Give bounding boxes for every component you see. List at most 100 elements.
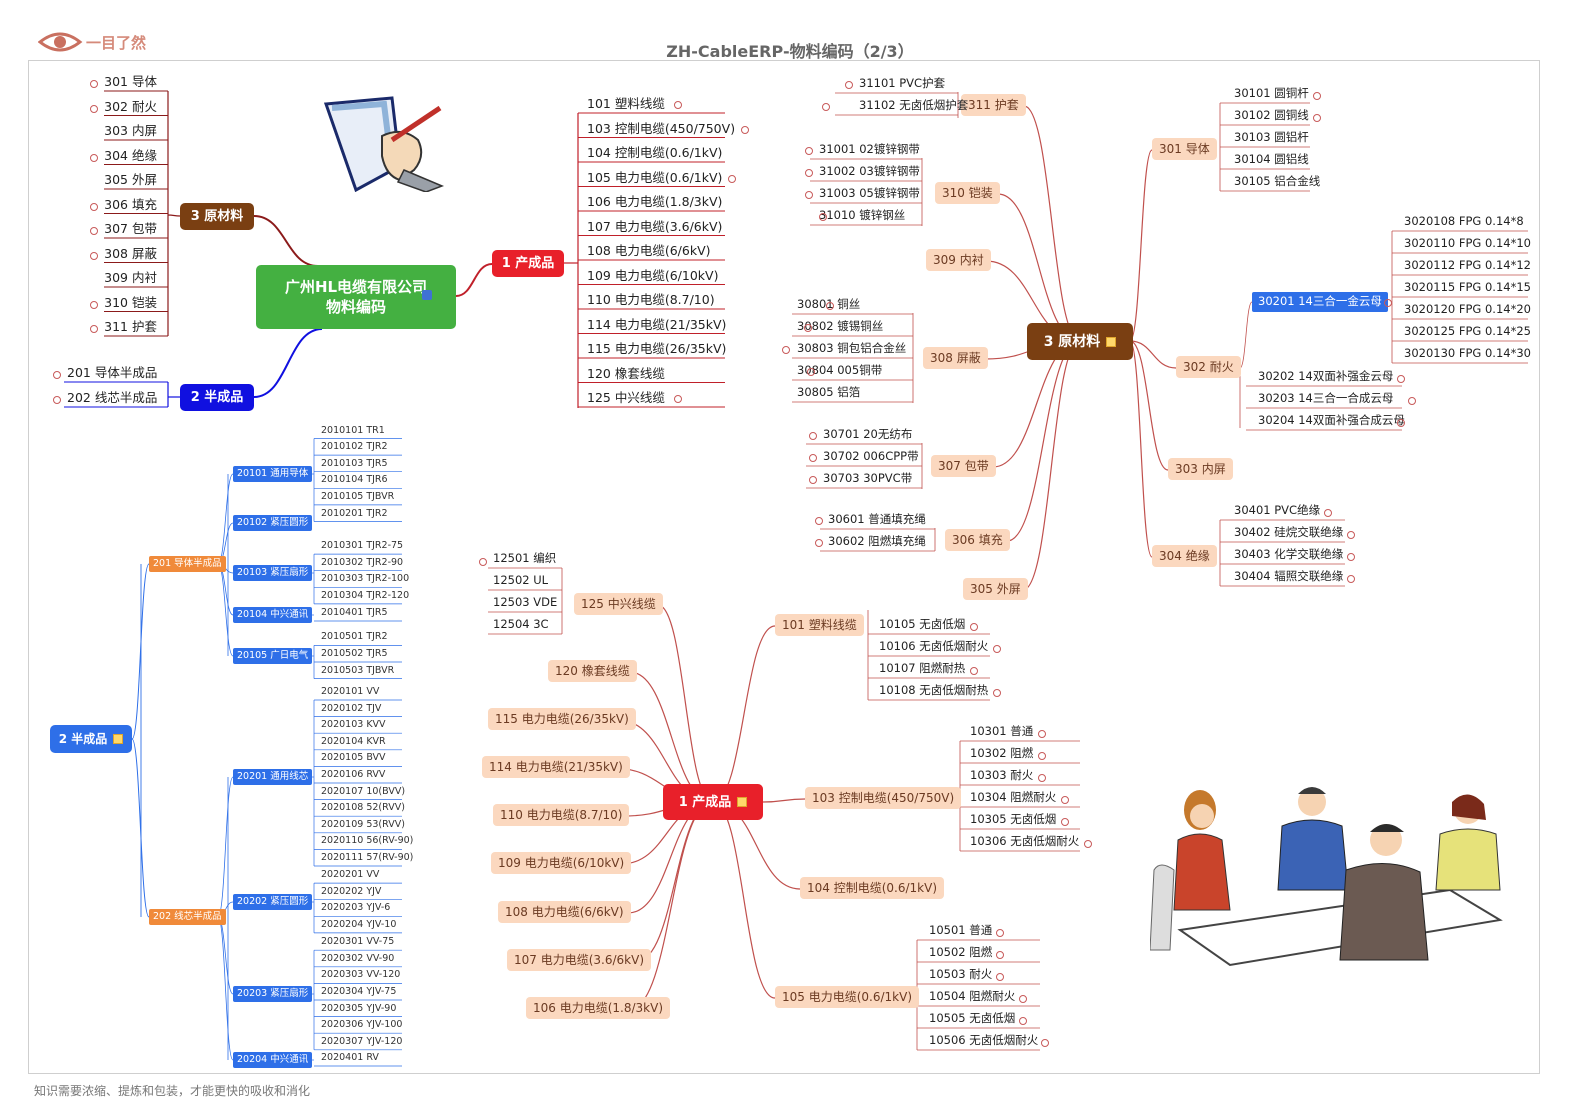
fin-branch-item[interactable]: 115 电力电缆(26/35kV) [488, 708, 636, 730]
collapse-toggle-icon[interactable] [90, 300, 98, 309]
semi-category-item[interactable]: 202 线芯半成品 [67, 390, 158, 405]
raw-center-node[interactable]: 3 原材料 [1027, 323, 1133, 360]
fin-leaf-item[interactable]: 10501 普通 [929, 923, 993, 937]
semi-sub-group[interactable]: 20202 紧压圆形 [233, 894, 313, 910]
raw-materials-node[interactable]: 3 原材料 [180, 203, 254, 230]
collapse-toggle-icon[interactable] [1061, 818, 1069, 826]
finished-category-item[interactable]: 115 电力电缆(26/35kV) [587, 341, 727, 356]
fpg-leaf-item[interactable]: 3020108 FPG 0.14*8 [1404, 214, 1524, 228]
semi-leaf-item[interactable]: 2010401 TJR5 [321, 607, 388, 618]
fpg-leaf-item[interactable]: 3020130 FPG 0.14*30 [1404, 346, 1531, 360]
fin-leaf-item[interactable]: 10107 阻燃耐热 [879, 661, 966, 675]
semi-sub-group[interactable]: 20203 紧压扇形 [233, 986, 313, 1002]
raw-leaf-item[interactable]: 30104 圆铝线 [1234, 152, 1309, 166]
raw-category-item[interactable]: 308 屏蔽 [104, 245, 157, 261]
finished-category-item[interactable]: 108 电力电缆(6/6kV) [587, 243, 711, 258]
fin-leaf-item[interactable]: 10506 无卤低烟耐火 [929, 1033, 1039, 1047]
raw-category-item[interactable]: 311 护套 [104, 319, 157, 334]
collapse-toggle-icon[interactable] [1313, 92, 1321, 100]
semi-leaf-item[interactable]: 2010303 TJR2-100 [321, 573, 410, 585]
collapse-toggle-icon[interactable] [782, 346, 790, 354]
collapse-toggle-icon[interactable] [53, 396, 61, 404]
collapse-toggle-icon[interactable] [805, 169, 813, 177]
semi-category-item[interactable]: 201 导体半成品 [67, 365, 158, 380]
semi-leaf-item[interactable]: 2020202 YJV [321, 885, 382, 897]
branch-b311[interactable]: 311 护套 [961, 94, 1026, 116]
fpg-leaf-item[interactable]: 3020125 FPG 0.14*25 [1404, 324, 1531, 338]
finished-category-item[interactable]: 114 电力电缆(21/35kV) [587, 316, 727, 332]
collapse-toggle-icon[interactable] [1041, 1039, 1049, 1047]
semi-leaf-item[interactable]: 2010304 TJR2-120 [321, 589, 410, 601]
fin-leaf-item[interactable]: 10502 阻燃 [929, 945, 993, 959]
raw-category-item[interactable]: 310 铠装 [104, 294, 157, 310]
collapse-toggle-icon[interactable] [1397, 375, 1405, 383]
fin-leaf-item[interactable]: 10303 耐火 [970, 768, 1034, 782]
finished-category-item[interactable]: 107 电力电缆(3.6/6kV) [587, 218, 723, 234]
fin-leaf-item[interactable]: 10503 耐火 [929, 967, 993, 981]
raw-leaf-item[interactable]: 30401 PVC绝缘 [1234, 503, 1321, 517]
collapse-toggle-icon[interactable] [53, 371, 61, 379]
branch-b310[interactable]: 310 铠装 [935, 182, 1000, 204]
finished-category-item[interactable]: 125 中兴线缆 [587, 390, 665, 405]
collapse-toggle-icon[interactable] [805, 147, 813, 155]
collapse-toggle-icon[interactable] [996, 951, 1004, 959]
raw-leaf-item[interactable]: 31001 02镀锌钢带 [819, 142, 920, 156]
collapse-toggle-icon[interactable] [728, 174, 736, 183]
collapse-toggle-icon[interactable] [1038, 774, 1046, 782]
fpg-leaf-item[interactable]: 3020112 FPG 0.14*12 [1404, 258, 1531, 272]
collapse-toggle-icon[interactable] [1324, 509, 1332, 517]
branch-103[interactable]: 103 控制电缆(450/750V) [805, 787, 962, 809]
collapse-toggle-icon[interactable] [1038, 752, 1046, 760]
group-g201[interactable]: 201 导体半成品 [149, 556, 226, 572]
semi-leaf-item[interactable]: 2020104 KVR [321, 735, 386, 747]
collapse-toggle-icon[interactable] [1313, 114, 1321, 122]
raw-leaf-item[interactable]: 31003 05镀锌钢带 [819, 186, 920, 200]
collapse-toggle-icon[interactable] [1038, 730, 1046, 738]
semi-leaf-item[interactable]: 2010302 TJR2-90 [321, 556, 404, 568]
raw-leaf-item[interactable]: 30802 镀锡铜丝 [797, 319, 884, 333]
semi-leaf-item[interactable]: 2010101 TR1 [321, 424, 385, 436]
collapse-toggle-icon[interactable] [809, 454, 817, 462]
collapse-toggle-icon[interactable] [1019, 1017, 1027, 1025]
fin-leaf-item[interactable]: 12504 3C [493, 617, 549, 631]
semi-leaf-item[interactable]: 2020204 YJV-10 [321, 918, 397, 930]
collapse-toggle-icon[interactable] [1019, 995, 1027, 1003]
semi-sub-group[interactable]: 20105 广日电气 [233, 648, 313, 664]
raw-leaf-item[interactable]: 30203 14三合一合成云母 [1258, 391, 1394, 405]
raw-leaf-item[interactable]: 31101 PVC护套 [859, 76, 946, 90]
raw-leaf-item[interactable]: 30601 普通填充绳 [828, 512, 926, 526]
collapse-toggle-icon[interactable] [804, 324, 812, 332]
branch-125[interactable]: 125 中兴线缆 [574, 593, 663, 615]
fin-leaf-item[interactable]: 10305 无卤低烟 [970, 812, 1057, 826]
fin-branch-item[interactable]: 110 电力电缆(8.7/10) [493, 804, 630, 826]
collapse-toggle-icon[interactable] [1408, 397, 1416, 405]
fin-leaf-item[interactable]: 10306 无卤低烟耐火 [970, 834, 1080, 848]
fpg-leaf-item[interactable]: 3020110 FPG 0.14*10 [1404, 236, 1531, 250]
semi-leaf-item[interactable]: 2020101 VV [321, 686, 380, 697]
collapse-toggle-icon[interactable] [993, 645, 1001, 653]
fin-branch-item[interactable]: 114 电力电缆(21/35kV) [482, 756, 630, 778]
finished-category-item[interactable]: 120 橡套线缆 [587, 365, 665, 381]
branch-104[interactable]: 104 控制电缆(0.6/1kV) [800, 877, 945, 899]
branch-b303[interactable]: 303 内屏 [1168, 458, 1233, 480]
raw-leaf-item[interactable]: 31002 03镀锌钢带 [819, 164, 920, 178]
semi-leaf-item[interactable]: 2020304 YJV-75 [321, 986, 397, 997]
finished-products-node[interactable]: 1 产成品 [492, 250, 564, 277]
collapse-toggle-icon[interactable] [809, 432, 817, 440]
raw-category-item[interactable]: 301 导体 [104, 74, 157, 89]
raw-category-item[interactable]: 304 绝缘 [104, 147, 157, 163]
branch-b308[interactable]: 308 屏蔽 [923, 347, 988, 369]
semi-leaf-item[interactable]: 2010102 TJR2 [321, 441, 388, 453]
raw-leaf-item[interactable]: 30805 铝箔 [797, 385, 861, 399]
raw-leaf-item[interactable]: 30804 005铜带 [797, 363, 883, 377]
fin-leaf-item[interactable]: 12502 UL [493, 573, 549, 587]
fin-leaf-item[interactable]: 12501 编织 [493, 551, 557, 565]
raw-leaf-item[interactable]: 30101 圆铜杆 [1234, 86, 1309, 100]
collapse-toggle-icon[interactable] [1347, 531, 1355, 539]
semi-leaf-item[interactable]: 2020102 TJV [321, 702, 382, 714]
collapse-toggle-icon[interactable] [809, 476, 817, 484]
semi-sub-group[interactable]: 20201 通用线芯 [233, 769, 313, 785]
semi-leaf-item[interactable]: 2020302 VV-90 [321, 952, 395, 964]
semi-leaf-item[interactable]: 2010501 TJR2 [321, 631, 388, 643]
raw-leaf-item[interactable]: 30204 14双面补强合成云母 [1258, 413, 1405, 427]
